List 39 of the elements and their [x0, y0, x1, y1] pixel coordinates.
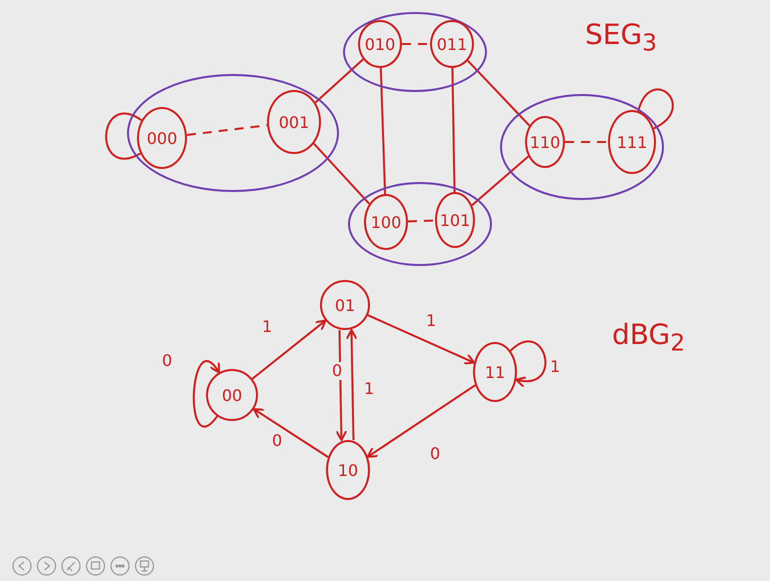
connector-line	[565, 141, 608, 143]
state-circle: 001	[267, 90, 321, 154]
graph-name: dBG$_{2}$	[612, 318, 686, 357]
state-circle: 011	[430, 20, 474, 68]
arrow	[346, 329, 358, 440]
connector-line	[380, 68, 386, 194]
state-circle: 11	[473, 342, 517, 402]
state-circle: 111	[608, 110, 656, 174]
connector-line	[186, 124, 268, 136]
connector-line	[467, 60, 530, 126]
state-circle: 10	[326, 440, 370, 500]
arrow	[335, 330, 348, 441]
graph-name: SEG$_{3}$	[585, 18, 658, 57]
connector-line	[408, 220, 436, 222]
state-circle: 100	[364, 194, 408, 250]
connector-line	[637, 88, 674, 130]
state-circle: 110	[525, 116, 565, 168]
state-circle: 00	[206, 369, 258, 421]
group-ellipse	[343, 12, 487, 92]
connector-line	[402, 43, 430, 45]
state-circle: 01	[320, 280, 370, 330]
state-circle: 000	[137, 107, 187, 169]
connector-line	[471, 156, 530, 206]
edge-label: 0	[330, 362, 344, 380]
state-circle: 101	[435, 192, 475, 248]
connector-line	[313, 142, 370, 204]
arrow	[510, 340, 546, 387]
connector-line	[105, 112, 142, 160]
group-ellipse	[348, 182, 492, 266]
arrow	[366, 384, 476, 458]
arrow	[367, 314, 476, 365]
state-circle: 010	[358, 20, 402, 68]
group-ellipse	[127, 74, 339, 192]
arrow	[252, 320, 326, 380]
arrow	[252, 408, 329, 458]
arrow	[192, 360, 220, 428]
group-ellipse	[500, 94, 664, 200]
connector-line	[451, 68, 456, 192]
connector-line	[314, 58, 364, 104]
